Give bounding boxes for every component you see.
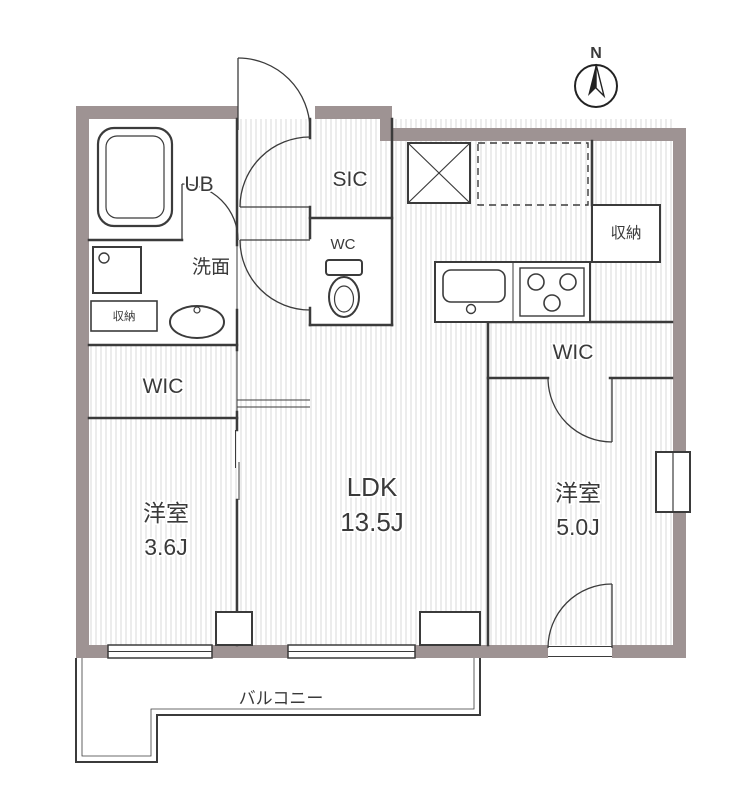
label-washroom: 洗面 [192,256,230,278]
wall-box [419,611,481,646]
toilet-seat-icon [333,285,355,313]
faucet-icon [193,306,201,314]
door-swings [181,57,613,649]
sliding-doors [235,245,310,500]
washer-drain-icon [98,252,110,264]
sic-door-arc [239,136,311,208]
burner-icon [559,273,577,291]
compass: N [574,44,618,108]
label-bedroom-main-name: 洋室 [555,480,601,506]
bath-door-arc [181,183,239,241]
label-bedroom-main-size: 5.0J [556,514,599,540]
pipe-space-cross [407,142,471,204]
label-wic-left: WIC [143,375,184,398]
north-arrow-icon [588,64,596,96]
label-washroom-storage: 収納 [113,310,136,323]
toilet-bowl-icon [328,276,360,318]
entrance-door-arc [237,57,311,131]
refrigerator-space-dashed [477,142,589,206]
kitchen-sink-icon [442,269,506,303]
kitchen-faucet-icon [465,303,477,315]
label-ldk-size: 13.5J [340,507,404,537]
label-bedroom-small-size: 3.6J [144,534,187,560]
label-storage-right: 収納 [610,224,641,242]
burner-icon [527,273,545,291]
compass-north-label: N [590,45,602,62]
label-shoe-closet: SIC [332,168,367,191]
balcony-inner-rail [81,658,475,757]
label-ldk-name: LDK [347,472,398,502]
washroom-storage-box [90,300,158,332]
bathtub-icon [96,126,174,228]
windows [107,451,691,659]
bedroom-main-door-arc [547,583,613,649]
stove-icon [519,267,585,317]
label-balcony: バルコニー [239,689,324,708]
label-wc: WC [331,236,356,253]
fixtures [90,126,661,646]
wc-door-arc [239,239,311,311]
label-bedroom-small-name: 洋室 [143,500,189,526]
north-arrow-icon [595,63,606,99]
burner-icon [543,294,561,312]
bathtub-inner-icon [105,135,165,219]
balcony-outline [75,658,481,763]
label-wic-right: WIC [553,341,594,364]
toilet-tank-icon [325,259,363,276]
wall-box [215,611,253,646]
balcony-outer-rail [75,658,481,763]
room-labels: UB 洗面 収納 WIC 洋室 3.6J SIC WC LDK 13.5J 収納… [111,167,643,710]
washbasin-icon [169,305,225,339]
wic-right-door-arc [547,377,613,443]
storage-right-box [591,204,661,263]
label-unit-bath: UB [184,173,213,196]
outer-walls [76,106,686,658]
